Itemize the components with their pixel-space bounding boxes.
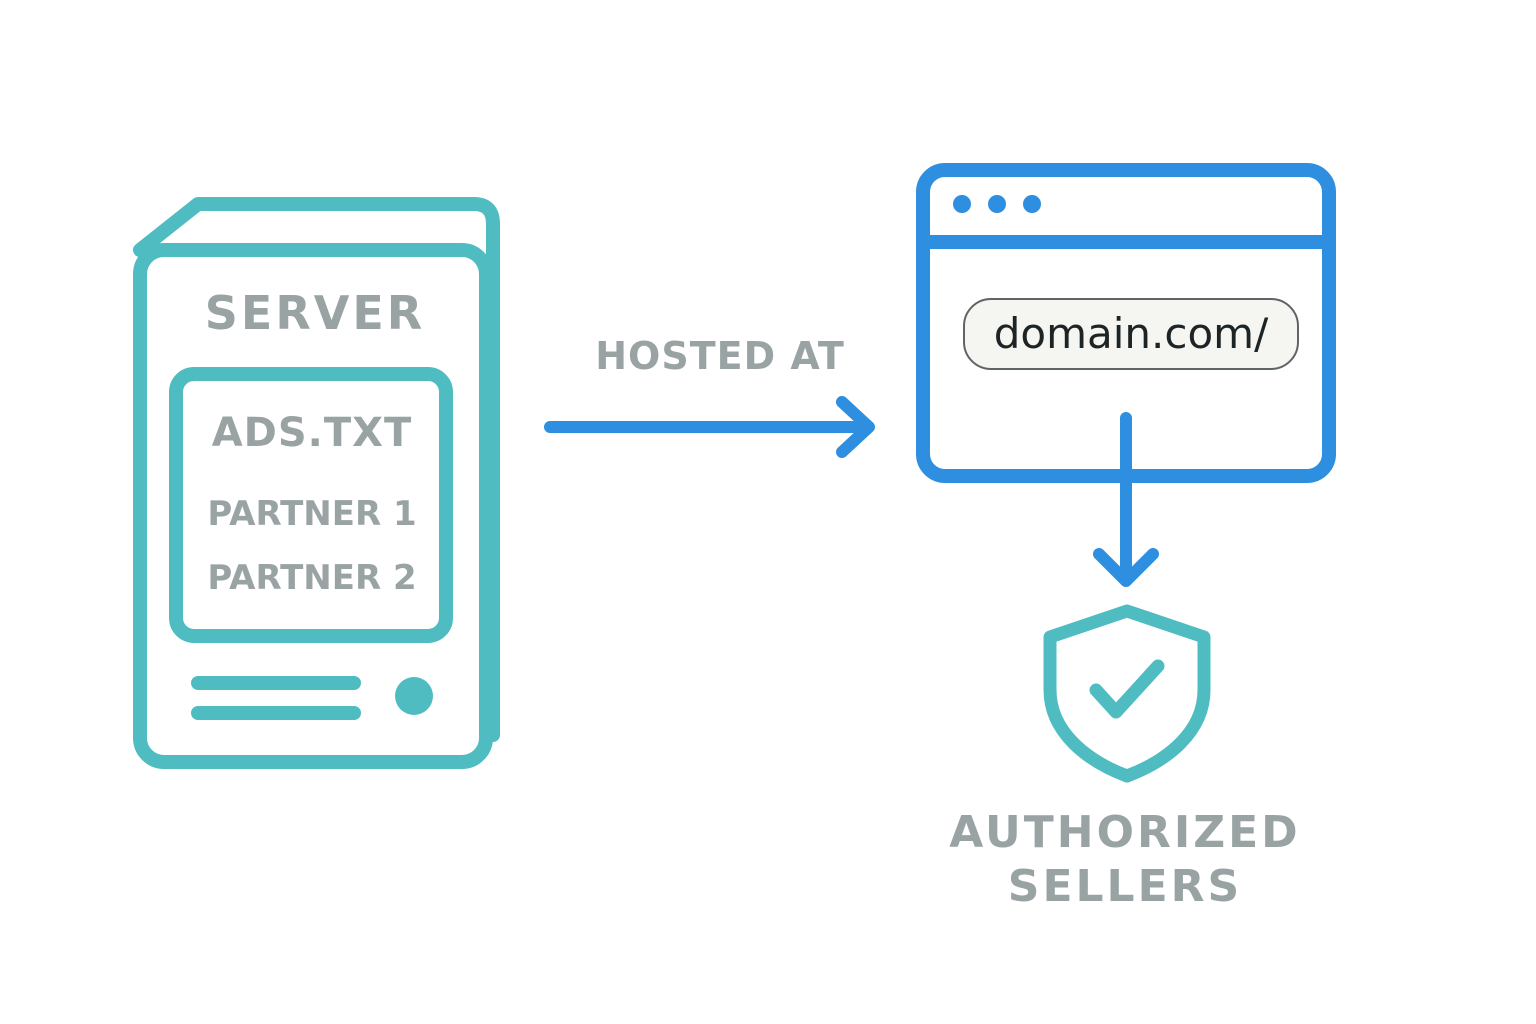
server-title: SERVER (204, 286, 426, 340)
window-dot-icon (953, 195, 971, 213)
result-label-line2: SELLERS (1007, 861, 1243, 912)
arrow-right-icon (544, 396, 875, 458)
checkmark-icon (1089, 659, 1165, 719)
result-label-line1: AUTHORIZED (949, 807, 1301, 858)
shield-outline (1043, 604, 1211, 783)
result-label: AUTHORIZED SELLERS (930, 806, 1320, 914)
file-entry-partner-2: PARTNER 2 (207, 558, 417, 598)
window-dot-icon (988, 195, 1006, 213)
connector-label: HOSTED AT (595, 334, 845, 378)
file-entry-partner-1: PARTNER 1 (207, 494, 417, 534)
server-screen (169, 367, 453, 643)
shield-check-icon (1043, 604, 1211, 783)
server-power-icon (395, 677, 433, 715)
server-icon (133, 197, 500, 769)
file-name: ADS.TXT (211, 410, 413, 456)
browser-window-icon (916, 163, 1336, 483)
arrow-down-icon (1093, 412, 1159, 587)
window-dot-icon (1023, 195, 1041, 213)
url-bar[interactable]: domain.com/ (963, 298, 1299, 370)
server-top-face (133, 197, 500, 742)
